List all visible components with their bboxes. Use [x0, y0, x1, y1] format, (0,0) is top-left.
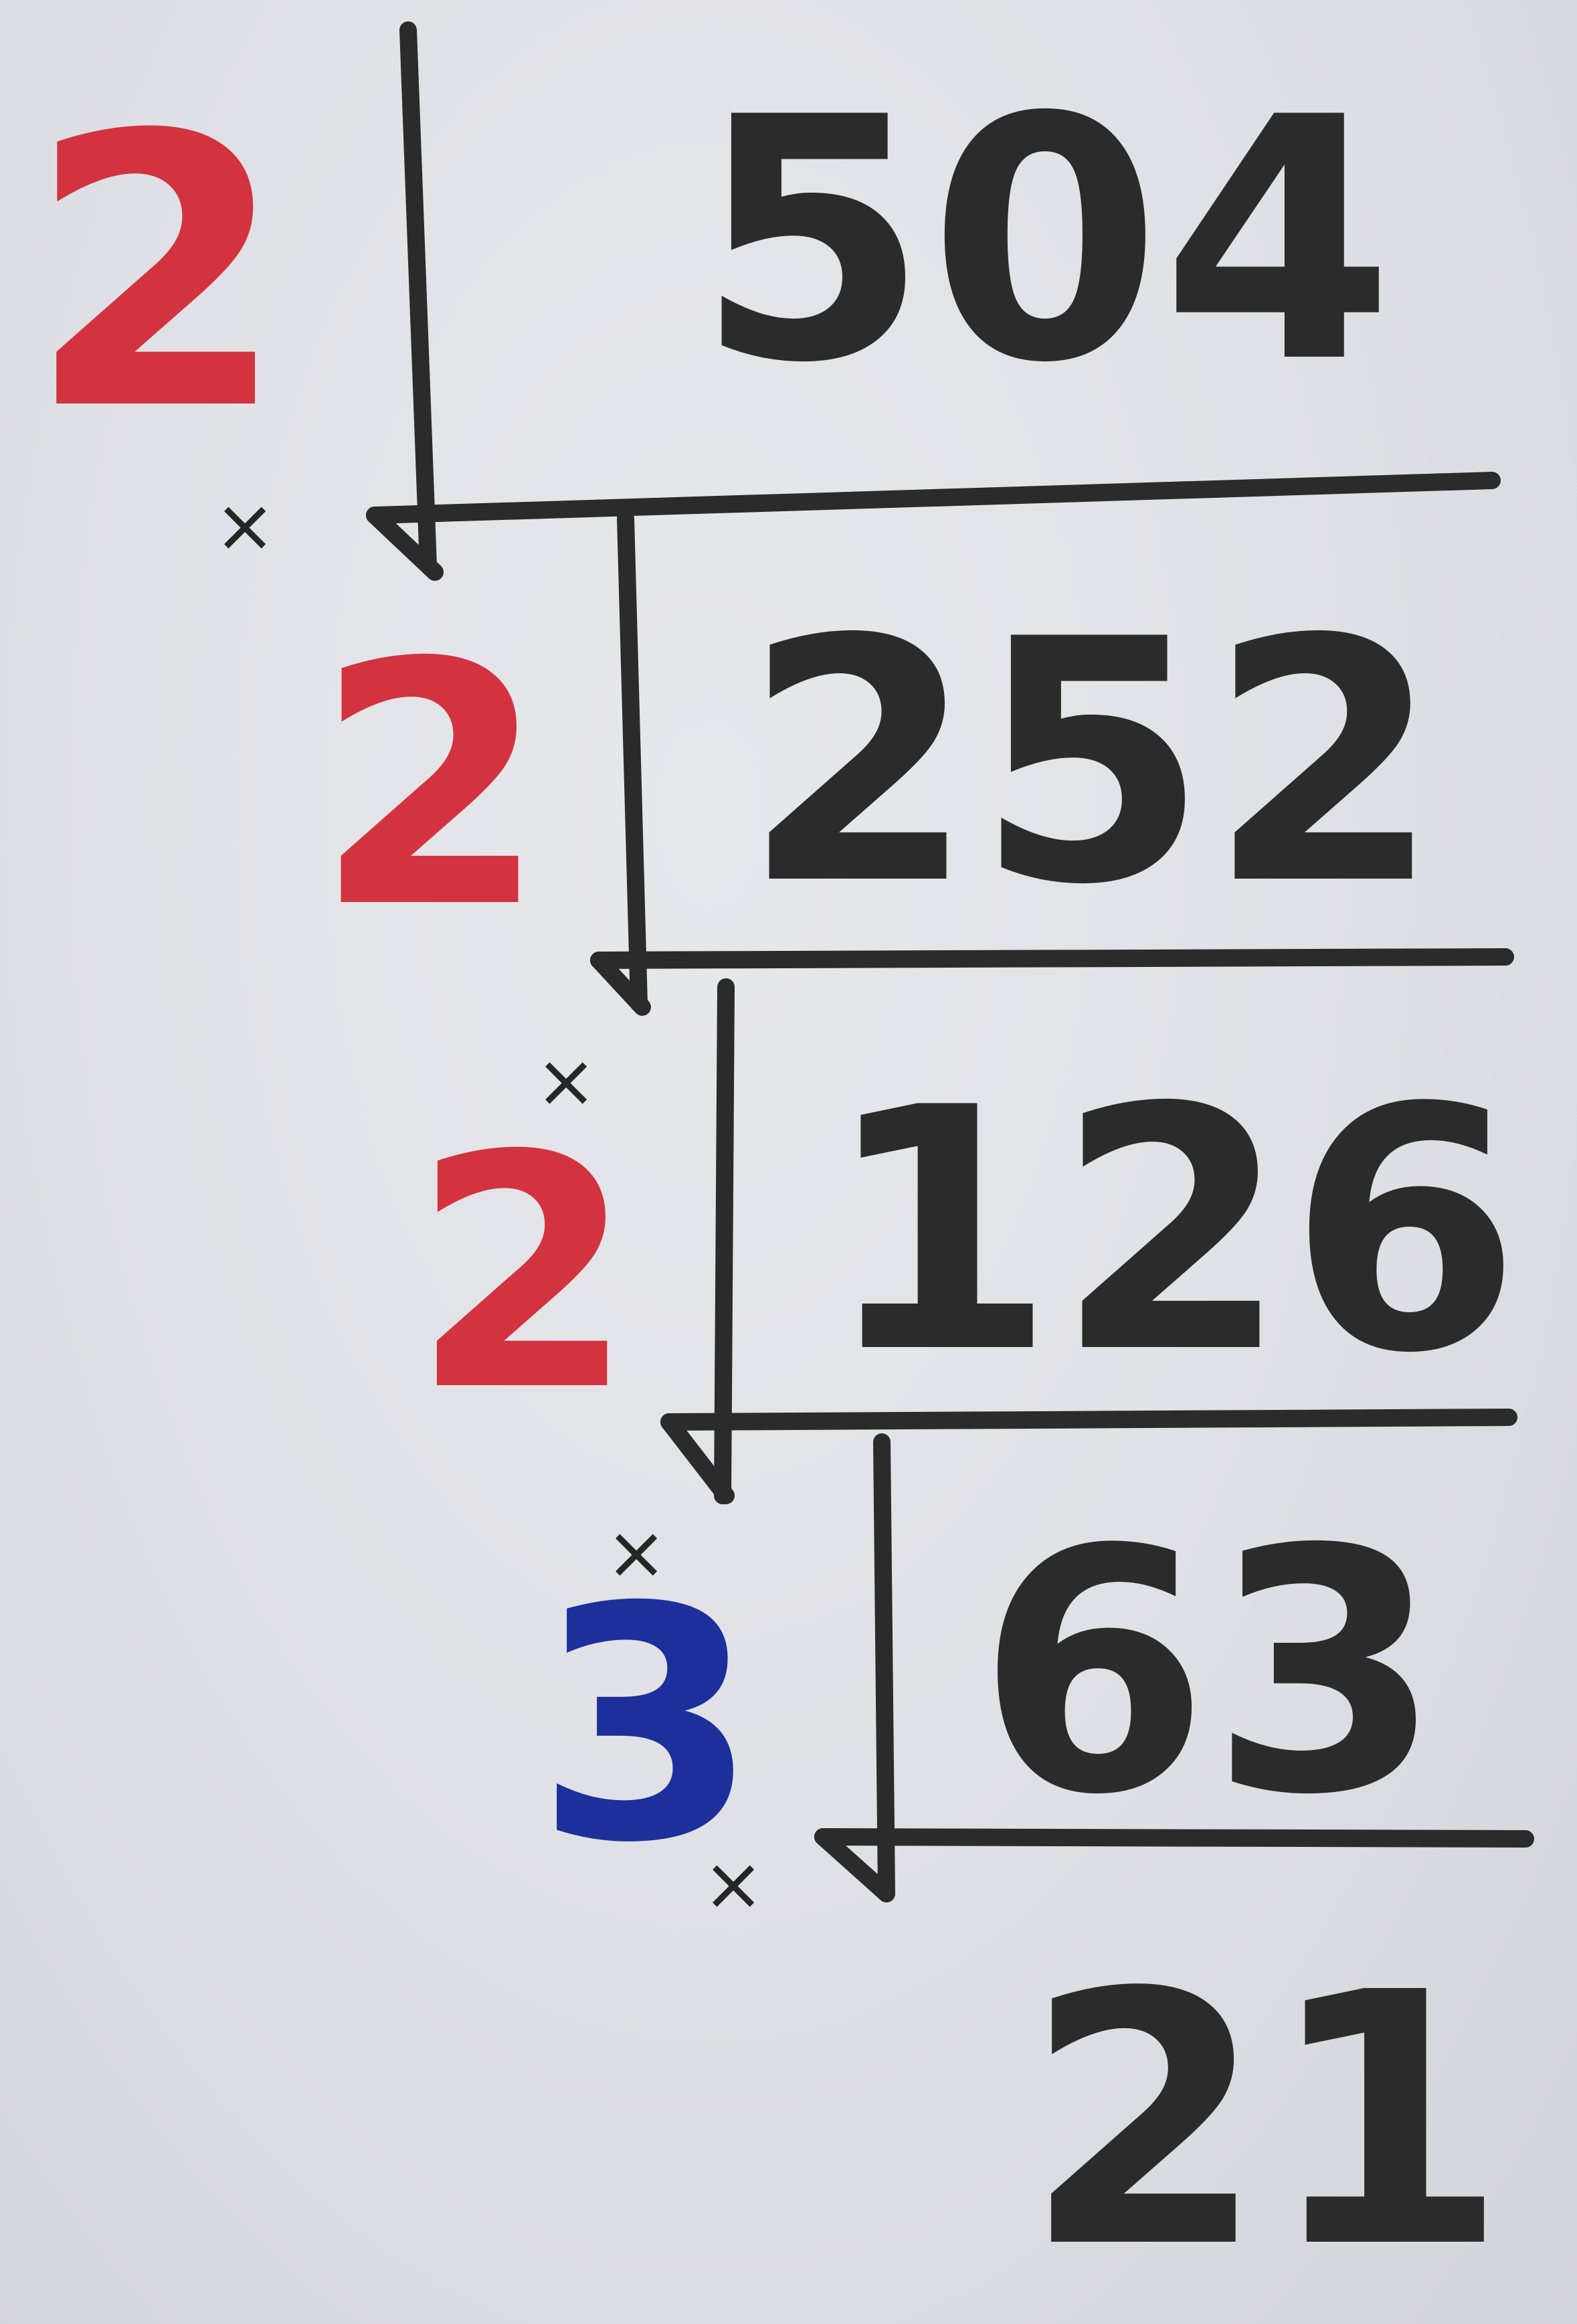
divisor-4: 3: [535, 1539, 759, 1913]
vertical-bar-4: [873, 1433, 895, 1902]
dividend-1: 504: [696, 46, 1394, 436]
arrow-head-3: [660, 1413, 735, 1504]
divisor-2: 2: [314, 592, 547, 981]
horizontal-bar-1: [366, 472, 1501, 524]
final-quotient: 21: [1024, 1918, 1508, 2324]
divisor-1: 2: [27, 56, 288, 493]
arrow-head-4: [814, 1828, 895, 1902]
multiply-mark-1: ×: [214, 482, 276, 568]
horizontal-bar-3: [660, 1409, 1517, 1431]
dividend-4: 63: [977, 1478, 1443, 1868]
arrow-head-2: [590, 952, 651, 1016]
vertical-bar-2: [617, 510, 648, 1012]
vertical-bar-1: [399, 21, 437, 574]
dividend-3: 126: [823, 1037, 1521, 1426]
dividend-2: 252: [743, 568, 1441, 958]
vertical-bar-3: [714, 978, 735, 1504]
arrow-head-1: [366, 507, 444, 581]
horizontal-bar-4: [814, 1828, 1534, 1848]
multiply-mark-4: ×: [703, 1841, 765, 1927]
divisor-3: 2: [411, 1087, 635, 1461]
horizontal-bar-2: [590, 948, 1514, 969]
multiply-mark-2: ×: [535, 1038, 597, 1124]
multiply-mark-3: ×: [606, 1510, 668, 1595]
